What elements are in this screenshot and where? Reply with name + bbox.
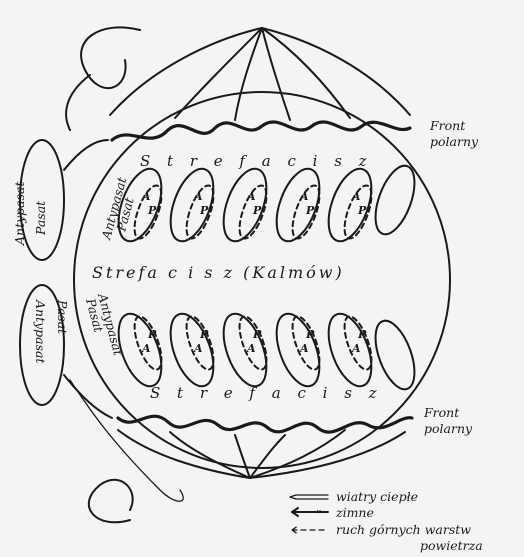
cell-label: P [357,204,367,217]
legend-upper-arrow [292,526,328,534]
cell-label: P [147,204,157,217]
cell-label: P [199,328,209,341]
cell-label: P [357,328,367,341]
cell-label: A [246,190,256,203]
cell-label: P [305,204,315,217]
legend-warm-label: wiatry ciepłe [336,489,418,504]
cell-label: P [199,204,209,217]
cell-label: P [147,328,157,341]
cell-labels-lower: P A P A P A P A P A [141,328,367,355]
polar-front-bottom-line2: polarny [424,421,473,436]
cell-label: A [351,342,361,355]
legend-cold-arrow [292,508,328,516]
polar-front-top-line1: Front [429,118,466,133]
left-upper-inner-label: Pasat [33,200,48,236]
legend-upper-label: ruch górnych warstw [336,522,471,537]
cell-label: P [305,328,315,341]
cell-label: A [351,190,361,203]
polar-front-bottom-line1: Front [423,405,460,420]
cell-label: A [193,342,203,355]
cells-lower [110,308,422,394]
calm-zone-lower-label: S t r e f a c i s z [150,384,383,402]
cell-label: A [246,342,256,355]
legend-cold-label: zimne [335,505,374,520]
cells-upper [110,161,422,247]
cell-label: A [193,190,203,203]
left-lower-inner-label: Pasat [55,299,70,335]
cell-labels-upper: A P A P A P A P A P [141,190,367,217]
legend-warm-arrow [290,495,328,499]
polar-front-top-line2: polarny [430,134,479,149]
calm-zone-middle-label: Strefa c i s z (Kalmów) [92,263,345,282]
legend: wiatry ciepłe " zimne ruch górnych warst… [290,489,483,553]
polar-arrows-top [66,27,410,130]
left-upper-outer-label: Antypasat [12,181,27,246]
legend-cold-marks: " [316,507,322,522]
cell-label: A [299,342,309,355]
cell-label: A [141,342,151,355]
left-lower-outer-label: Antypasat [33,299,48,364]
calm-zone-upper-label: S t r e f a c i s z [140,152,373,170]
legend-upper-label-2: powietrza [420,538,483,553]
polar-front-bottom [118,416,412,432]
cell-label: P [252,328,262,341]
cell-label: A [141,190,151,203]
cell-label: P [252,204,262,217]
cell-label: A [299,190,309,203]
